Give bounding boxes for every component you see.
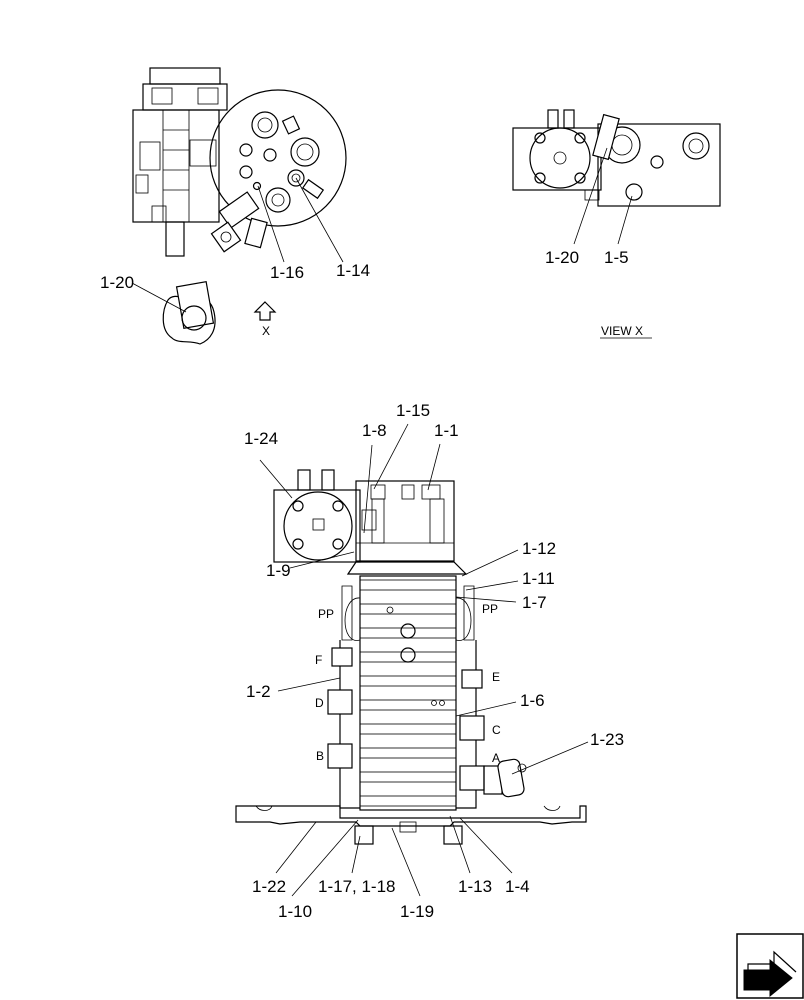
view-x-arrow-icon — [253, 301, 277, 321]
callout-1-22: 1-22 — [252, 877, 286, 896]
callout-1-10: 1-10 — [278, 902, 312, 921]
port-label-pp-left: PP — [318, 607, 334, 621]
view-arrow-letter: X — [262, 324, 270, 338]
callout-1-8: 1-8 — [362, 421, 387, 440]
callout-1-4: 1-4 — [505, 877, 530, 896]
callout-1-23: 1-23 — [590, 730, 624, 749]
callout-1-19: 1-19 — [400, 902, 434, 921]
callout-1-5: 1-5 — [604, 248, 629, 267]
callout-1-6: 1-6 — [520, 691, 545, 710]
callout-1-20-detail: 1-20 — [100, 273, 134, 292]
next-page-arrow-icon[interactable] — [736, 933, 804, 999]
port-label-c: C — [492, 723, 501, 737]
port-label-a: A — [492, 751, 500, 765]
callout-1-12: 1-12 — [522, 539, 556, 558]
callout-1-7: 1-7 — [522, 593, 547, 612]
callout-1-14: 1-14 — [336, 261, 370, 280]
view-x-assembly — [512, 109, 721, 339]
callout-1-16: 1-16 — [270, 263, 304, 282]
callout-1-11: 1-11 — [522, 569, 555, 588]
detail-1-20-fitting — [131, 281, 216, 345]
port-label-b: B — [316, 749, 324, 763]
port-label-pp-right: PP — [482, 602, 498, 616]
port-label-e: E — [492, 670, 500, 684]
callout-1-17-1-18: 1-17, 1-18 — [318, 877, 396, 896]
callout-1-15: 1-15 — [396, 401, 430, 420]
callout-1-1: 1-1 — [434, 421, 459, 440]
callout-1-24: 1-24 — [244, 429, 278, 448]
main-valve-assembly — [235, 423, 589, 897]
view-x-caption: VIEW X — [601, 324, 643, 338]
callout-1-9: 1-9 — [266, 561, 291, 580]
callout-1-2: 1-2 — [246, 682, 271, 701]
callout-1-20-view: 1-20 — [545, 248, 579, 267]
port-label-d: D — [315, 696, 324, 710]
callout-1-13: 1-13 — [458, 877, 492, 896]
port-label-f: F — [315, 653, 322, 667]
top-left-assembly — [132, 67, 347, 263]
